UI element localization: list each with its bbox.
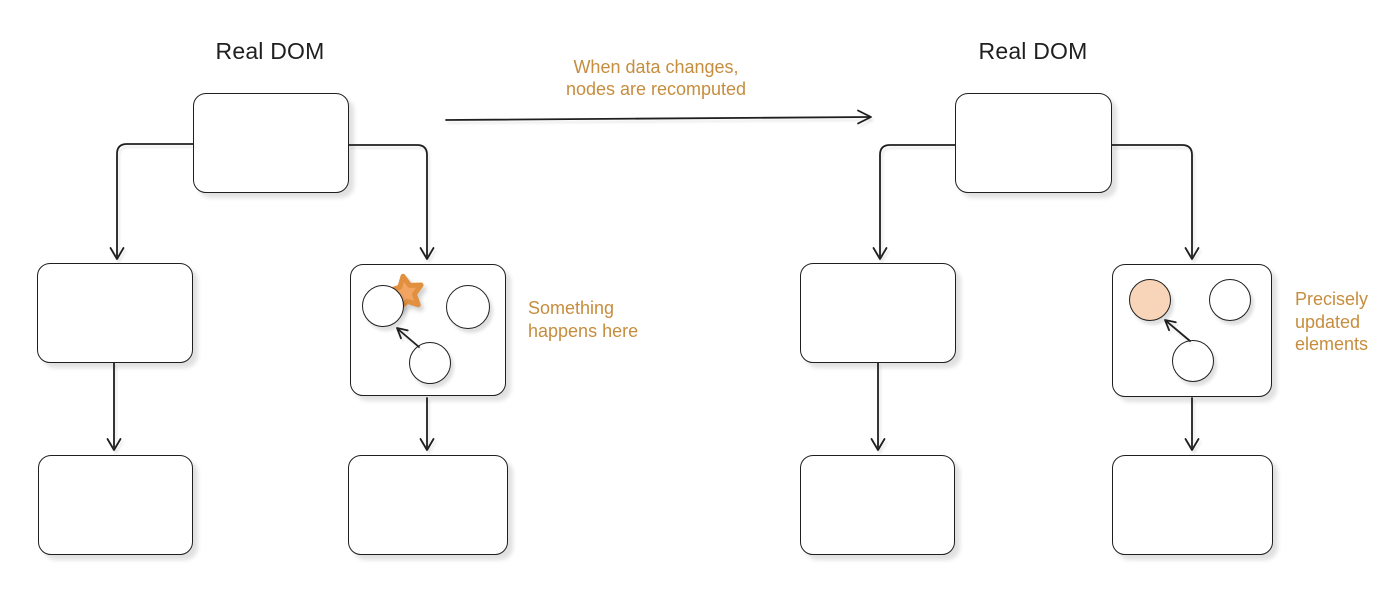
right-tree-updated-node-box	[1112, 264, 1272, 397]
left-tree-bottom-left-box	[38, 455, 193, 555]
dom-element-circle	[446, 285, 490, 329]
dom-element-circle	[1209, 279, 1251, 321]
left-tree-left-child-box	[37, 263, 193, 363]
connector-right-root-to-left-child	[872, 144, 956, 260]
connector-left-root-to-left-child	[109, 143, 194, 260]
left-annotation: Something happens here	[528, 298, 639, 341]
connector-right-root-to-updated-node	[1111, 144, 1200, 260]
transition-arrow	[445, 109, 872, 125]
right-tree-title: Real DOM	[978, 38, 1088, 64]
dom-element-circle	[1172, 340, 1214, 382]
connector-left-changed-to-bottom	[419, 397, 435, 451]
right-tree-left-child-box	[800, 263, 956, 363]
left-tree-root-box	[193, 93, 349, 193]
updated-element-circle	[1129, 279, 1171, 321]
right-tree-root-box	[955, 93, 1112, 193]
dom-element-circle	[409, 342, 451, 384]
transition-arrow-label: When data changes, nodes are recomputed	[565, 57, 747, 99]
left-tree-bottom-right-box	[348, 455, 508, 555]
connector-left-root-to-changed-node	[348, 144, 435, 260]
left-tree-title: Real DOM	[215, 38, 325, 64]
right-annotation: Precisely updated elements	[1295, 289, 1369, 354]
right-tree-bottom-left-box	[800, 455, 955, 555]
connector-right-updated-to-bottom	[1184, 397, 1200, 451]
connector-left-child-to-bottom	[106, 362, 122, 451]
dom-element-circle	[362, 285, 404, 327]
left-tree-changed-node-box	[350, 264, 506, 396]
right-tree-bottom-right-box	[1112, 455, 1273, 555]
connector-right-child-to-bottom	[870, 362, 886, 451]
